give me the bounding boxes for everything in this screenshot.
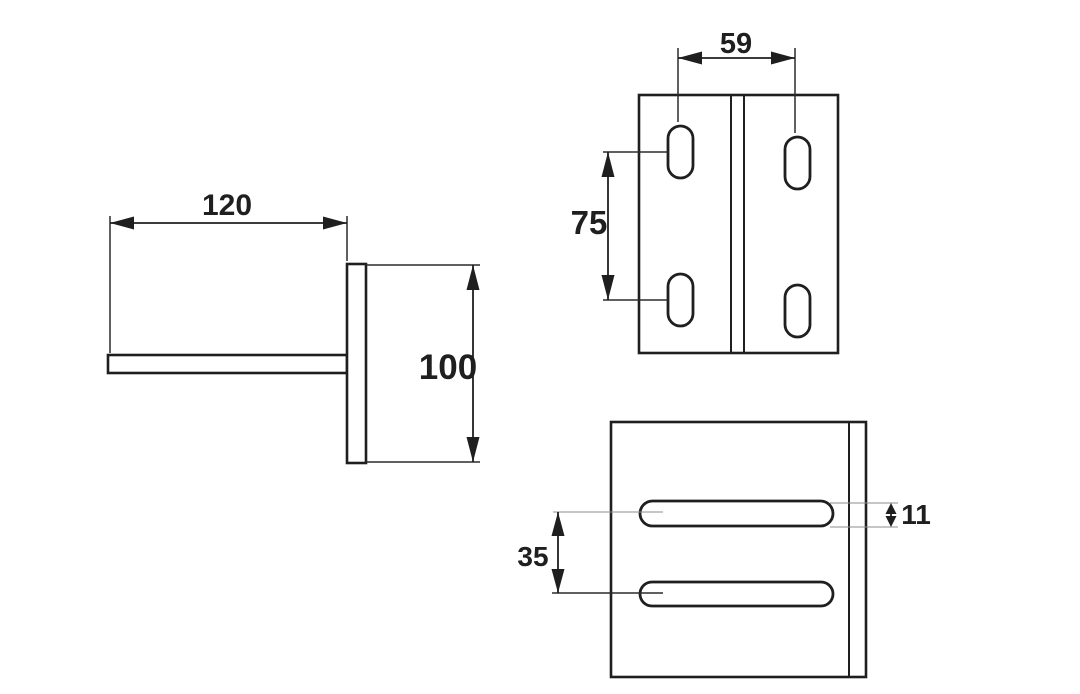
arrowhead-up: [885, 503, 897, 514]
arrowhead-down: [885, 516, 897, 527]
arrowhead-up: [551, 512, 565, 536]
arrowhead-right: [771, 51, 795, 65]
arrowhead-down: [466, 437, 480, 462]
slot-hole-top-right: [783, 135, 812, 191]
dimension-label-slot-width: 11: [901, 499, 931, 530]
arrowhead-right: [323, 216, 347, 230]
side-view-flange-plate: [345, 262, 368, 465]
dimension-label-slot-row-pitch: 35: [517, 541, 548, 572]
front-view-slot-row-pitch-dimension: 75: [571, 151, 668, 301]
dimension-label-slot-column-pitch: 59: [720, 28, 752, 60]
arrowhead-left: [110, 216, 134, 230]
slot-hole-bottom-left: [666, 272, 695, 328]
dimension-label-width: 120: [202, 189, 252, 222]
dimension-label-height: 100: [419, 348, 477, 387]
slot-hole-top-left: [666, 124, 695, 180]
arrowhead-left: [678, 51, 702, 65]
side-view-height-dimension: 100: [366, 264, 480, 463]
arrowhead-down: [551, 569, 565, 593]
front-view: 59 75: [571, 28, 840, 355]
dimension-label-slot-row-pitch: 75: [571, 204, 608, 241]
top-view: 35 11: [517, 420, 931, 679]
side-view-shelf-arm: [106, 353, 349, 375]
top-view-plate: [609, 420, 868, 679]
front-view-slot-column-pitch-dimension: 59: [677, 28, 796, 133]
top-view-slot-row-pitch-dimension: 35: [517, 511, 663, 594]
slot-hole-bottom-right: [783, 283, 812, 339]
arrowhead-up: [466, 265, 480, 290]
arrowhead-down: [601, 275, 615, 300]
side-view: 120 100: [106, 189, 480, 465]
slot-hole-upper: [638, 499, 835, 528]
side-view-width-dimension: 120: [109, 189, 348, 353]
arrowhead-up: [601, 152, 615, 177]
top-view-slot-width-dimension: 11: [830, 499, 931, 530]
slot-hole-lower: [638, 580, 835, 608]
